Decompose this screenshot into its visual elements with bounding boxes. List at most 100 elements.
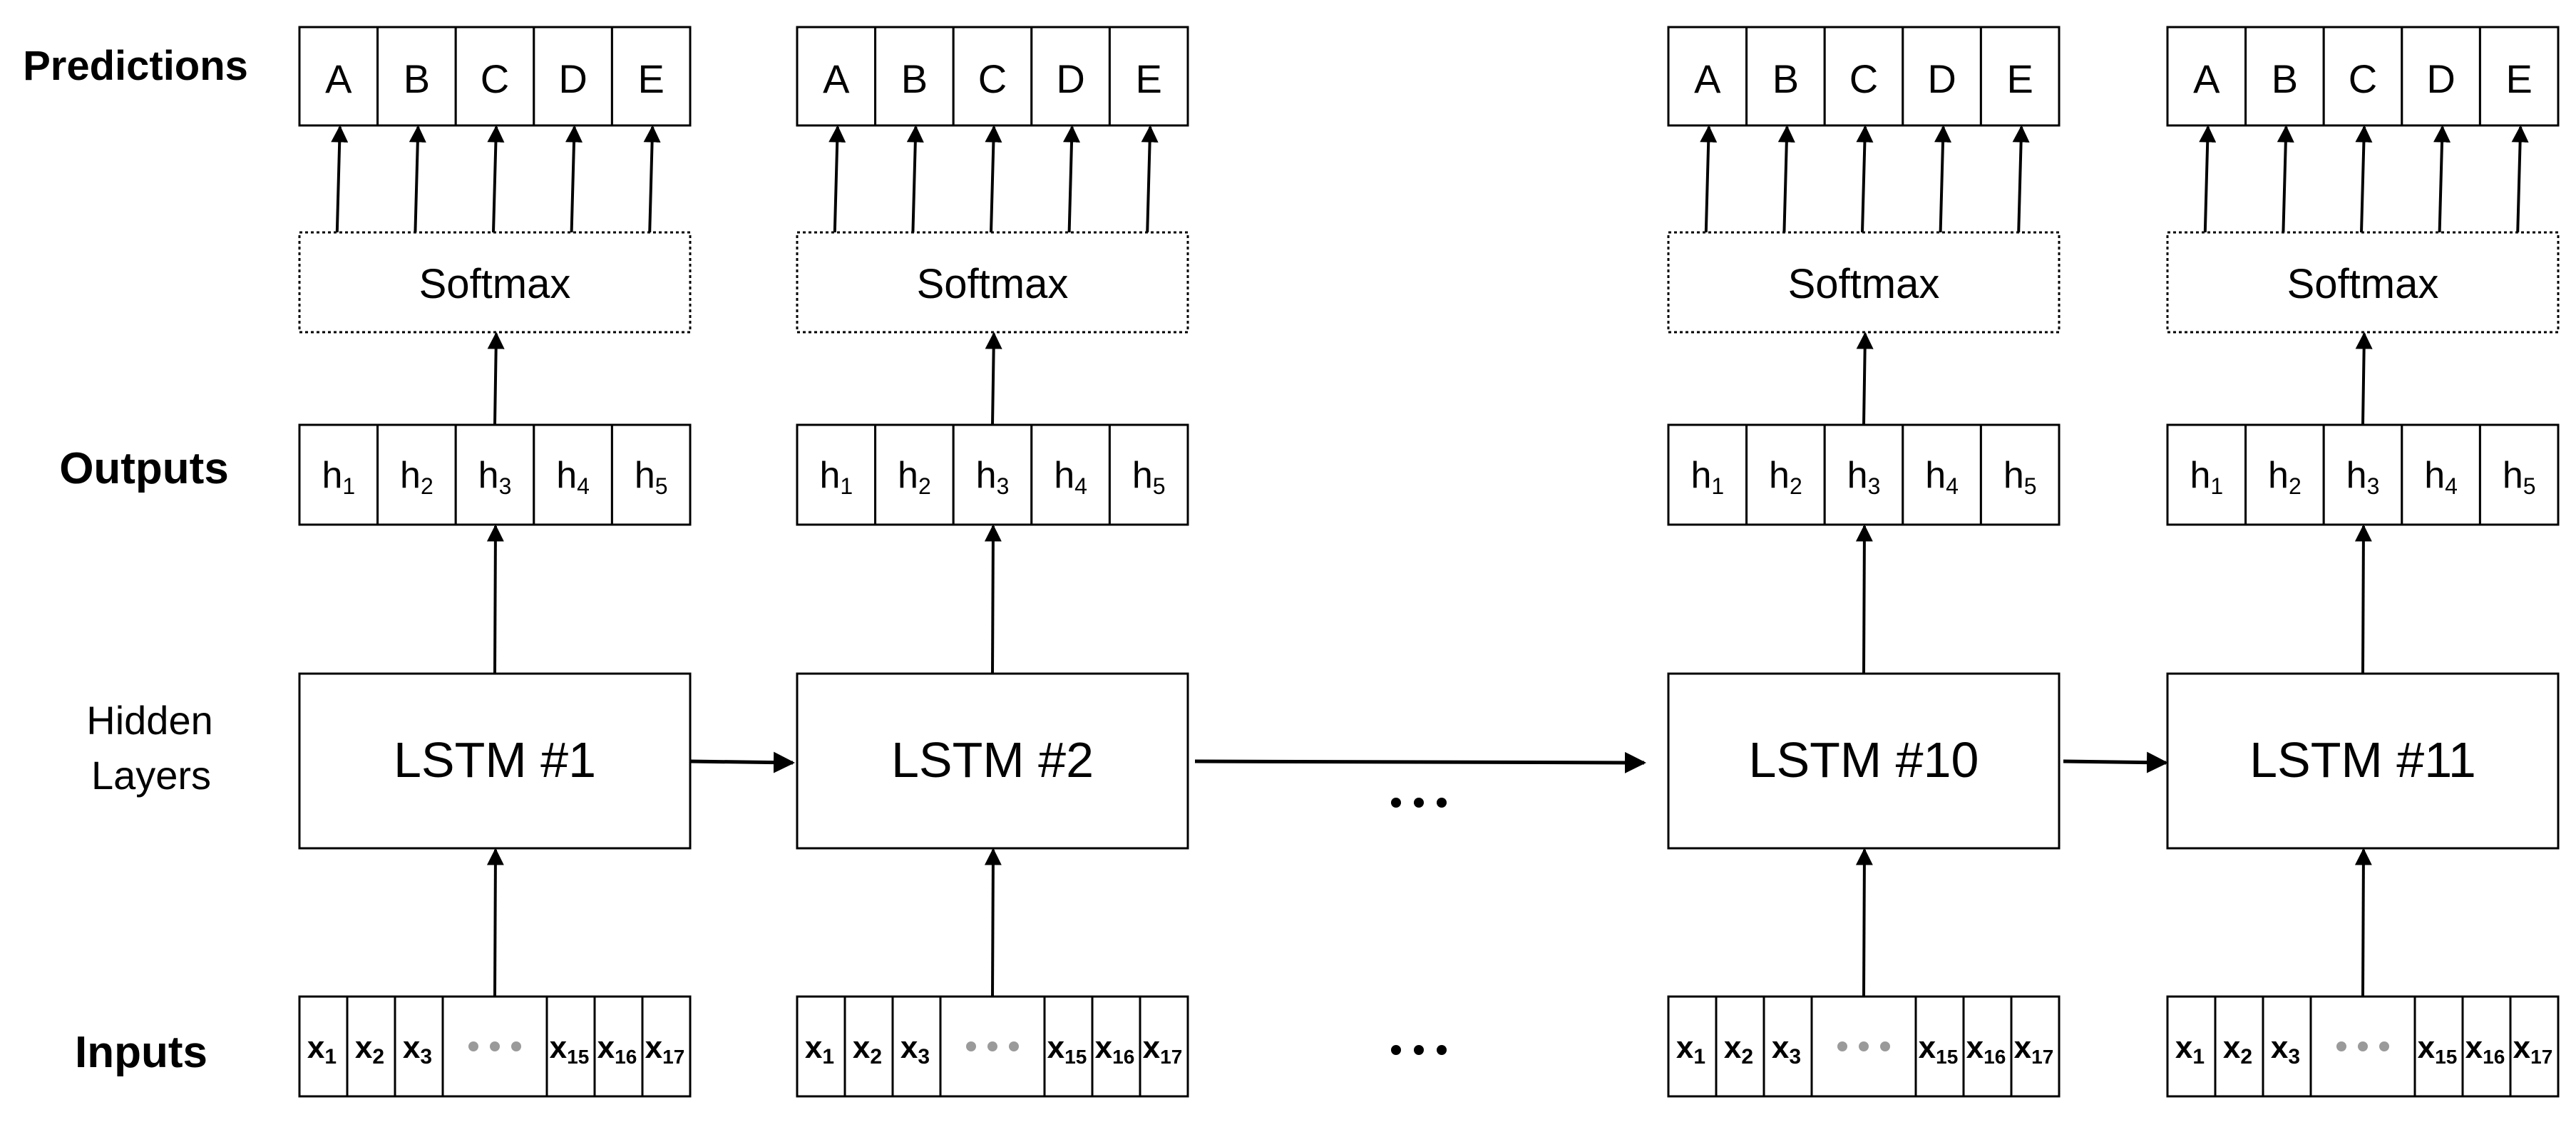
prediction-cell [1745,26,1826,127]
output-label-h5: h5 [635,455,668,499]
softmax-to-prediction-arrow [1856,125,1874,233]
input-label-x17: x17 [2513,1030,2553,1068]
output-label-h1: h1 [1690,455,1724,499]
ellipsis-hidden-row [1391,798,1447,808]
prediction-class-label: E [638,56,664,101]
input-label-x17: x17 [2014,1030,2054,1068]
input-label-x2: x2 [2223,1030,2252,1069]
prediction-cell [1030,26,1111,127]
softmax-to-prediction-arrow [1700,125,1718,233]
input-label-x1: x1 [805,1030,834,1069]
output-label-h1: h1 [2190,455,2223,499]
prediction-class-label: C [978,56,1007,101]
lstm-to-output-arrow [2354,524,2372,674]
prediction-class-label: C [1849,56,1878,101]
softmax-to-prediction-arrow [2511,125,2529,233]
input-label-x15: x15 [2418,1030,2458,1068]
output-label-h2: h2 [1769,455,1802,499]
input-label-x15: x15 [1919,1030,1959,1068]
softmax-to-prediction-arrow [409,125,426,233]
input-ellipsis-dot [468,1041,478,1051]
input-ellipsis-dot [987,1041,997,1051]
output-to-softmax-arrow [1856,331,1874,426]
input-cell [2214,995,2264,1098]
input-ellipsis-dot [1859,1041,1869,1051]
output-cell [2478,423,2560,526]
input-cell [2010,995,2061,1098]
row-label-inputs: Inputs [75,1028,207,1077]
row-label-hidden-line1: Hidden [86,698,212,743]
input-label-x1: x1 [307,1030,337,1069]
softmax-label: Softmax [1788,261,1940,307]
softmax-to-prediction-arrow [331,125,349,233]
prediction-class-label: B [1772,56,1799,101]
output-label-h3: h3 [976,455,1010,499]
input-label-x1: x1 [2175,1030,2205,1069]
input-cell [2262,995,2312,1098]
output-cell [796,423,877,526]
input-label-x2: x2 [853,1030,882,1069]
output-cell [1108,423,1189,526]
prediction-cell [1108,26,1189,127]
lstm-to-output-arrow [486,524,504,674]
input-ellipsis-dot [490,1041,500,1051]
output-cell [874,423,955,526]
softmax-to-prediction-arrow [1141,125,1159,233]
prediction-class-label: B [901,56,928,101]
input-label-x16: x16 [1095,1030,1135,1068]
output-label-h3: h3 [1847,455,1881,499]
softmax-label: Softmax [917,261,1069,307]
prediction-class-label: A [2193,56,2220,101]
lstm-label: LSTM #2 [891,732,1094,788]
input-ellipsis-dot [1837,1041,1847,1051]
output-cell [2166,423,2247,526]
softmax-to-prediction-arrow [985,125,1002,233]
input-ellipsis-dot [2336,1041,2346,1051]
lstm-label: LSTM #1 [394,732,596,788]
softmax-to-prediction-arrow [565,125,583,233]
prediction-cell [2244,26,2325,127]
output-to-softmax-arrow [2355,331,2373,426]
prediction-cell [2401,26,2481,127]
input-cell [545,995,596,1098]
input-ellipsis-dot [966,1041,976,1051]
output-label-h5: h5 [2003,455,2037,499]
output-cell [2401,423,2481,526]
input-ellipsis-dot [2358,1041,2368,1051]
prediction-cell [2478,26,2560,127]
prediction-class-label: D [2426,56,2455,101]
input-ellipsis-dot [2379,1041,2389,1051]
softmax-label: Softmax [419,261,571,307]
input-label-x16: x16 [2465,1030,2505,1068]
lstm-box [1667,672,2061,850]
input-cell [641,995,692,1098]
prediction-class-label: A [1694,56,1721,101]
input-cell [1762,995,1813,1098]
softmax-to-prediction-arrow [2433,125,2451,233]
ellipsis-input-row [1391,1045,1447,1055]
output-cell [533,423,613,526]
prediction-class-label: E [1136,56,1162,101]
lstm-label: LSTM #11 [2249,732,2476,788]
prediction-cell [376,26,457,127]
row-label-hidden-line2: Layers [91,753,211,798]
input-label-x2: x2 [355,1030,384,1069]
input-cell [1139,995,1189,1098]
output-label-h5: h5 [1132,455,1166,499]
input-ellipsis-dot [1880,1041,1890,1051]
softmax-to-prediction-arrow [2012,125,2030,233]
input-label-x3: x3 [403,1030,432,1069]
output-cell [1979,423,2061,526]
input-cell [796,995,846,1098]
prediction-class-label: E [2007,56,2033,101]
output-label-h5: h5 [2503,455,2536,499]
input-cell [891,995,942,1098]
prediction-class-label: A [325,56,352,101]
input-label-x2: x2 [1724,1030,1753,1069]
lstm-box [2166,672,2560,850]
input-cell [298,995,349,1098]
input-label-x15: x15 [550,1030,590,1068]
